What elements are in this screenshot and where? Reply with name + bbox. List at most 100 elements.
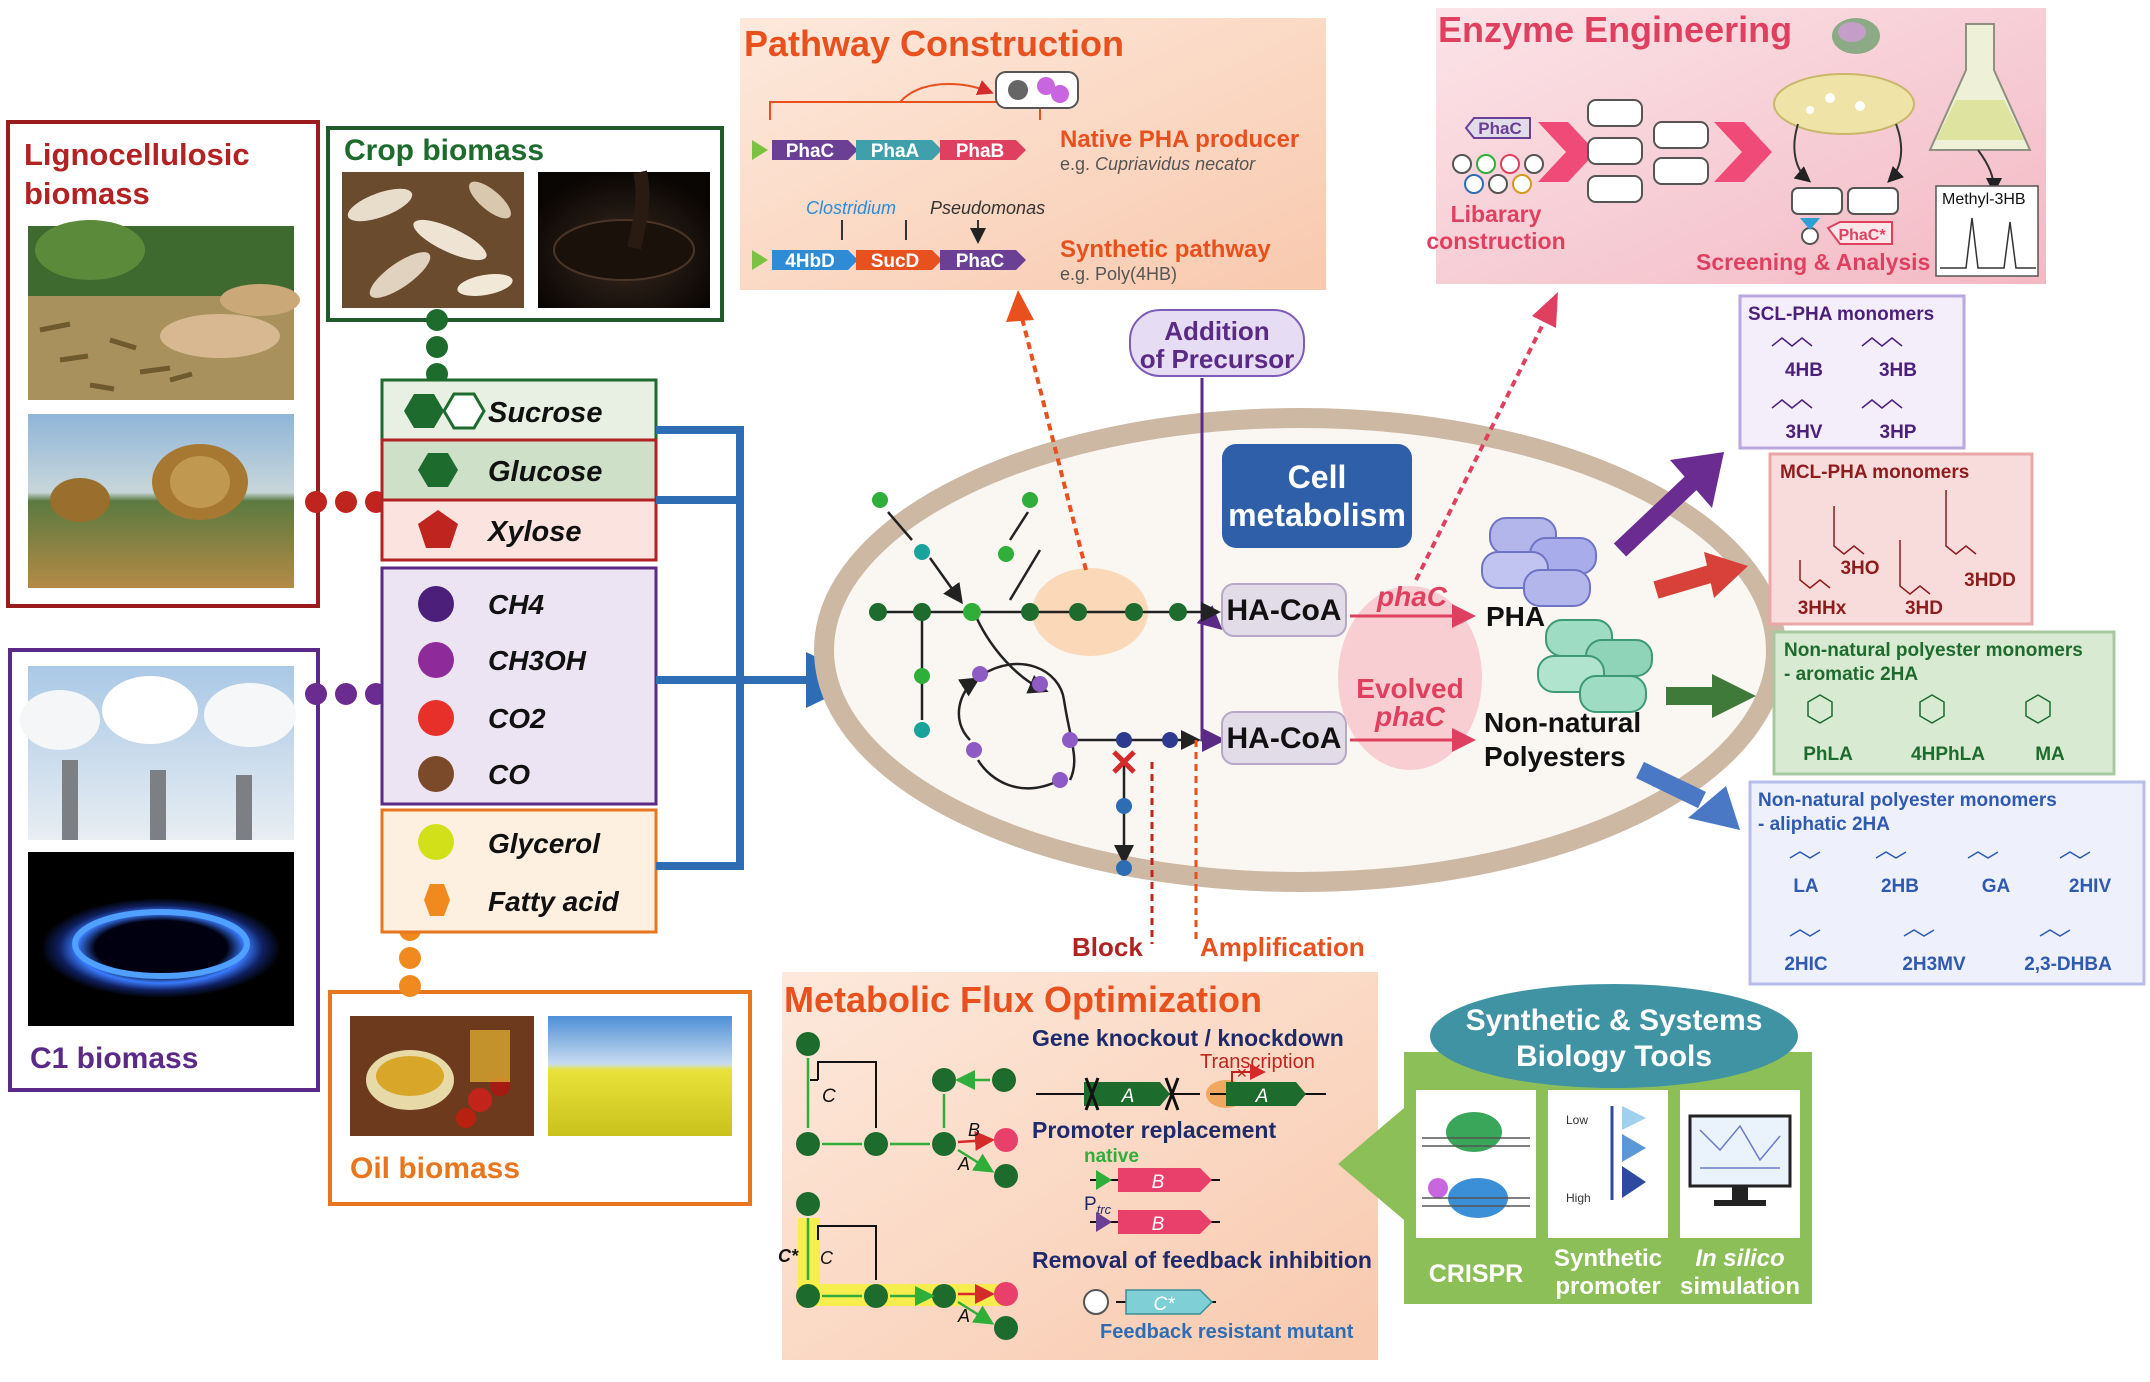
precursor-badge — [1129, 309, 1305, 377]
aliphatic-monomer-box: Non-natural polyester monomers - aliphat… — [1748, 780, 2146, 986]
plasmid-icon — [1083, 1289, 1109, 1315]
ch3oh-icon — [418, 642, 454, 678]
evolved-phac-label: phaC — [1374, 701, 1446, 732]
gene-sucd-label: SucD — [871, 251, 920, 272]
mcl-3hd: 3HD — [1905, 598, 1943, 619]
flux-cstar-label: C* — [778, 1246, 799, 1266]
gene-phaa — [856, 140, 942, 160]
aliphatic-la: LA — [1793, 876, 1819, 897]
scl-title: SCL-PHA monomers — [1748, 304, 1934, 325]
substrate-glycerol: Glycerol — [488, 828, 601, 859]
aliphatic-23dhba: 2,3-DHBA — [2024, 954, 2112, 975]
synthetic-promoter-label-1: Synthetic — [1554, 1245, 1662, 1272]
flux-a-label-1: A — [957, 1154, 970, 1174]
precursor-text-2: of Precursor — [1140, 344, 1295, 374]
aliphatic-ga: GA — [1982, 876, 2011, 897]
flux-c-label-1: C — [822, 1086, 836, 1107]
mcl-3hhx: 3HHx — [1798, 598, 1847, 619]
flux-title: Metabolic Flux Optimization — [784, 979, 1262, 1020]
screening-label: Screening & Analysis — [1696, 249, 1930, 275]
library-label-1: Libarary — [1451, 201, 1542, 227]
scl-3hv: 3HV — [1786, 422, 1823, 443]
molasses-photo — [538, 170, 710, 308]
rapeseed-field-photo — [548, 1016, 732, 1136]
substrate-co: CO — [488, 759, 530, 790]
tools-panel: Synthetic & Systems Biology Tools CRISPR… — [1338, 984, 1812, 1304]
monomer-arrows — [1613, 452, 1756, 830]
gene-phab — [940, 140, 1026, 160]
cassava-photo — [342, 172, 524, 308]
aromatic-title-2: - aromatic 2HA — [1784, 664, 1918, 685]
enzyme-title: Enzyme Engineering — [1438, 9, 1792, 50]
dashed-connectors — [1006, 290, 1558, 944]
transcription-gene-a: A — [1255, 1086, 1269, 1107]
smokestacks-photo — [20, 666, 296, 840]
knockout-label: Gene knockout / knockdown — [1032, 1025, 1344, 1051]
oil-panel: Oil biomass — [328, 990, 752, 1206]
insilico-label-1: In silico — [1695, 1245, 1784, 1272]
pha-granules-icon — [1481, 517, 1597, 607]
pseudomonas-label: Pseudomonas — [930, 198, 1045, 218]
chevron-arrow-icon-2 — [1714, 122, 1772, 182]
promoter-gene-b-2: B — [1152, 1214, 1165, 1235]
flask-icon — [1928, 23, 2032, 151]
oil-substrate-box — [380, 808, 658, 934]
aromatic-title-1: Non-natural polyester monomers — [1784, 640, 2083, 661]
transcription-label: Transcription — [1200, 1051, 1315, 1073]
mcl-title: MCL-PHA monomers — [1780, 462, 1969, 483]
native-producer-label: Native PHA producer — [1060, 126, 1299, 153]
crop-panel: Crop biomass — [326, 126, 724, 322]
substrate-xylose: Xylose — [486, 516, 582, 548]
glucose-hexagon-icon — [418, 453, 458, 487]
c1-panel: C1 biomass — [8, 648, 320, 1092]
fatty-acid-icon — [424, 884, 450, 916]
scl-3hb: 3HB — [1879, 360, 1917, 381]
block-label: Block — [1072, 932, 1143, 962]
gene-phac-synthetic — [940, 250, 1026, 270]
pathway-construction-panel: Pathway Construction PhaC PhaA PhaB Nati… — [740, 18, 1326, 290]
gene-4hbd — [772, 250, 858, 270]
gene-phac2-label: PhaC — [956, 251, 1005, 272]
substrate-list: Sucrose Glucose Xylose CH4 CH3OH CO2 CO … — [380, 378, 658, 934]
block-x-icon — [1112, 750, 1136, 774]
lignocellulosic-panel: Lignocellulosic biomass — [6, 120, 320, 608]
sucrose-hexagon-icon — [404, 394, 444, 428]
enzyme-phac-gene: PhaC — [1478, 119, 1521, 138]
oil-title: Oil biomass — [350, 1152, 520, 1185]
methyl-label: Methyl-3HB — [1942, 191, 2026, 208]
flux-diagram-knockout: C B A — [796, 1032, 1018, 1188]
phac-label: phaC — [1376, 581, 1448, 612]
tools-arrow-icon — [1338, 1108, 1404, 1220]
agar-plate-icon — [1773, 73, 1915, 135]
metabolic-network — [869, 492, 1221, 876]
chromatogram-icon — [1935, 185, 2039, 277]
enzyme-phac-star: PhaC* — [1838, 227, 1886, 244]
aromatic-4hphla: 4HPhLA — [1911, 744, 1985, 765]
promoter-label: Promoter replacement — [1032, 1117, 1276, 1143]
gene-phac-label: PhaC — [786, 141, 835, 162]
low-label: Low — [1566, 1113, 1588, 1127]
hacoa-label-2: HA-CoA — [1227, 722, 1342, 755]
xylose-pentagon-icon — [418, 510, 458, 548]
flux-c-label-2: C — [820, 1248, 834, 1268]
clostridium-label: Clostridium — [806, 198, 896, 218]
mcl-3ho: 3HO — [1840, 558, 1879, 579]
synthetic-example: e.g. Poly(4HB) — [1060, 264, 1177, 284]
sucrose-hexagon2-icon — [442, 392, 486, 430]
tools-title-1: Synthetic & Systems — [1466, 1004, 1763, 1037]
precursor-line — [1200, 378, 1226, 752]
scl-3hp: 3HP — [1880, 422, 1917, 443]
amplification-label: Amplification — [1200, 932, 1365, 962]
substrate-sucrose: Sucrose — [488, 397, 602, 429]
tools-title-2: Biology Tools — [1516, 1040, 1712, 1073]
flux-diagram-feedback: C* C A — [778, 1192, 1018, 1340]
substrate-fatty-acid: Fatty acid — [488, 886, 620, 917]
glycerol-icon — [418, 824, 454, 860]
aliphatic-2h3mv: 2H3MV — [1902, 954, 1966, 975]
knockout-gene-a: A — [1121, 1086, 1135, 1107]
gene-sucd — [856, 250, 942, 270]
aromatic-ma: MA — [2035, 744, 2065, 765]
substrate-co2: CO2 — [488, 703, 546, 734]
gene-phab-label: PhaB — [956, 141, 1005, 162]
